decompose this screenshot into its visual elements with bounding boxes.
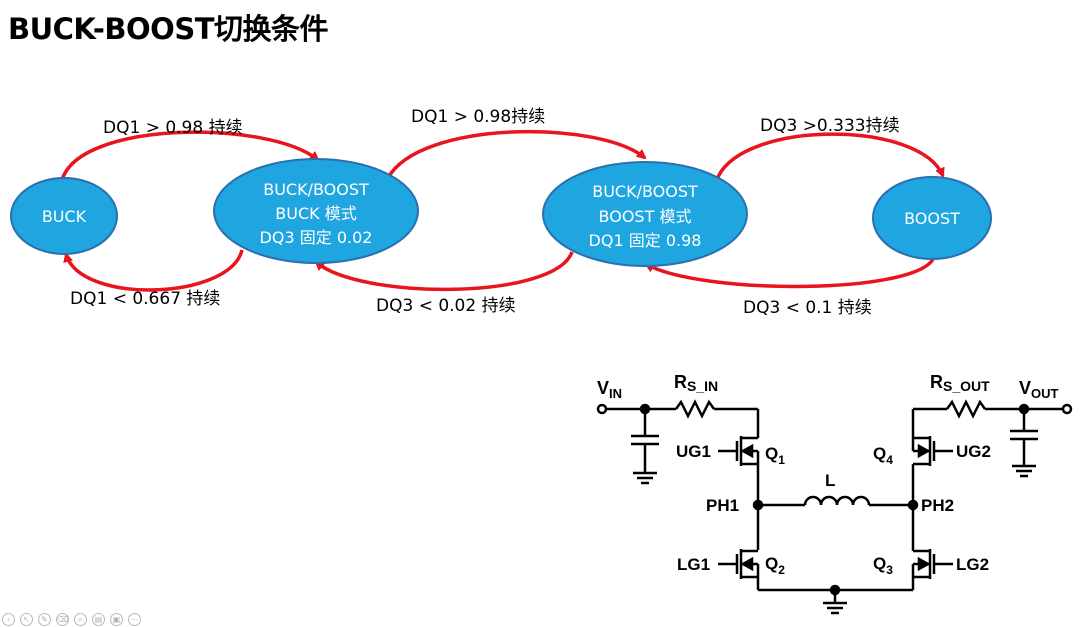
ug2-label: UG2 [956,442,991,461]
ph1-label: PH1 [706,496,739,515]
q2-mosfet [718,549,760,579]
label-boost-to-bbboost: DQ3 < 0.1 持续 [743,298,872,318]
state-boost-label: BOOST [904,209,960,228]
lg1-label: LG1 [677,555,710,574]
lg2-label: LG2 [956,555,989,574]
vin-terminal [596,403,608,415]
state-label-line: BUCK/BOOST [592,182,698,201]
transition-arrows [60,129,945,292]
label-bbbuck-to-buck: DQ1 < 0.667 持续 [70,289,220,309]
label-bbbuck-to-bbboost: DQ1 > 0.98持续 [411,107,545,127]
state-buck: BUCK [10,177,118,255]
label-bbboost-to-bbbuck: DQ3 < 0.02 持续 [376,296,516,316]
vout-label: VOUT [1019,378,1059,401]
pointer-icon[interactable]: ↖ [20,613,33,626]
rs-in-label: RS_IN [674,372,718,394]
state-boost: BOOST [872,176,992,260]
buck-boost-schematic [596,399,1073,615]
subtitles-icon[interactable]: ▣ [110,613,123,626]
ph2-label: PH2 [921,496,954,515]
state-label-line: BOOST 模式 [599,207,692,226]
ug1-label: UG1 [676,442,711,461]
pen-icon[interactable]: ✎ [38,613,51,626]
schematic-labels: VIN RS_IN RS_OUT VOUT UG1 Q1 Q4 UG2 PH1 … [597,372,1059,577]
vout-terminal [1061,403,1073,415]
slide-title: BUCK-BOOST切换条件 [8,12,329,46]
q3-label: Q3 [873,554,893,577]
rs-out-resistor [945,399,987,419]
label-buck-to-bbbuck: DQ1 > 0.98 持续 [103,118,243,138]
previous-icon[interactable]: ‹ [2,613,15,626]
state-label-line: BUCK 模式 [275,204,356,223]
q2-label: Q2 [765,554,785,577]
input-capacitor [631,409,659,485]
ground-symbol [823,590,847,615]
state-buck-label: BUCK [42,207,87,226]
inductor-label: L [825,471,835,490]
inductor [803,495,871,506]
arrow-boost-to-bbboost [644,256,936,289]
q4-label: Q4 [873,444,893,467]
arrow-bbbuck-to-buck [63,249,244,292]
output-capacitor [1010,409,1038,478]
state-buckboost-boost: BUCK/BOOST BOOST 模式 DQ1 固定 0.98 [542,161,748,267]
highlighter-icon[interactable]: ⌫ [56,613,69,626]
q4-mosfet [911,436,953,466]
slides-icon[interactable]: ▤ [92,613,105,626]
state-label-line: DQ1 固定 0.98 [589,231,702,250]
arrow-bbboost-to-bbbuck [314,251,574,292]
rs-out-label: RS_OUT [930,372,990,394]
vin-label: VIN [597,378,622,401]
state-label-line: DQ3 固定 0.02 [260,228,373,247]
more-icon[interactable]: ⋯ [128,613,141,626]
state-label-line: BUCK/BOOST [263,180,369,199]
arrow-bbboost-to-boost [716,132,945,178]
label-bbboost-to-boost: DQ3 >0.333持续 [760,116,900,136]
arrow-bbbuck-to-bbboost [386,129,647,179]
q1-mosfet [718,436,760,466]
presentation-toolbar: ‹ ↖ ✎ ⌫ ⌕ ▤ ▣ ⋯ [2,613,141,627]
q3-mosfet [911,549,953,579]
rs-in-resistor [674,399,716,419]
zoom-icon[interactable]: ⌕ [74,613,87,626]
q1-label: Q1 [765,444,785,467]
arrow-buck-to-bbbuck [60,130,320,181]
state-buckboost-buck: BUCK/BOOST BUCK 模式 DQ3 固定 0.02 [213,158,419,264]
